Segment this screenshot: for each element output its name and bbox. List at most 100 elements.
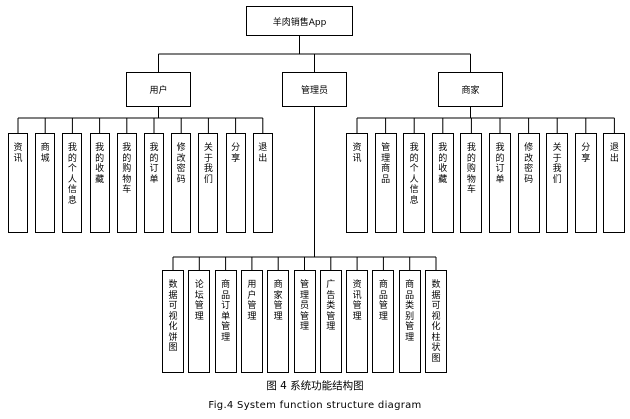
leaf-char: 出: [258, 153, 268, 164]
leaf-char: 管: [273, 301, 283, 311]
leaf-char: 坛: [194, 290, 204, 301]
leaf-char: 的: [466, 153, 476, 164]
leaf-char: 的: [122, 153, 132, 164]
leaf-char: 的: [409, 153, 419, 164]
leaf-char: 出: [609, 153, 619, 164]
root-node: 羊肉销售App: [246, 6, 353, 36]
leaf-char: 理: [352, 311, 362, 322]
leaf-char: 员: [299, 301, 309, 311]
leaf-node-user: 资讯: [8, 133, 28, 233]
leaf-char: 我: [149, 143, 159, 153]
leaf-char: 订: [495, 164, 505, 174]
leaf-node-admin: 商品类别管理: [398, 270, 421, 373]
leaf-node-merchant: 管理商品: [374, 133, 397, 233]
group-node-admin: 管理员: [282, 72, 347, 107]
leaf-char: 退: [258, 143, 268, 153]
leaf-char: 讯: [13, 153, 23, 164]
leaf-char: 于: [203, 153, 213, 164]
leaf-node-user: 退出: [252, 133, 273, 233]
leaf-char: 我: [466, 143, 476, 153]
leaf-char: 可: [168, 301, 178, 311]
leaf-node-merchant: 我的订单: [489, 133, 511, 233]
leaf-char: 我: [67, 143, 77, 153]
leaf-char: 物: [122, 174, 132, 185]
leaf-char: 状: [431, 343, 441, 353]
leaf-char: 们: [552, 174, 562, 185]
leaf-char: 家: [273, 290, 283, 301]
leaf-char: 商: [405, 280, 415, 290]
leaf-char: 信: [409, 185, 419, 195]
leaf-node-merchant: 资讯: [346, 133, 368, 233]
leaf-char: 视: [168, 311, 178, 322]
leaf-char: 的: [95, 153, 105, 164]
leaf-node-merchant: 分享: [574, 133, 597, 233]
leaf-char: 资: [352, 143, 362, 153]
leaf-char: 户: [247, 290, 257, 301]
leaf-node-admin: 商品管理: [372, 270, 395, 373]
leaf-char: 我: [95, 143, 105, 153]
leaf-char: 数: [168, 280, 178, 290]
leaf-char: 享: [231, 153, 241, 164]
leaf-char: 分: [231, 143, 241, 153]
leaf-char: 商: [273, 280, 283, 290]
leaf-char: 管: [194, 301, 204, 311]
leaf-char: 于: [552, 153, 562, 164]
leaf-char: 码: [176, 174, 186, 185]
leaf-node-merchant: 退出: [603, 133, 626, 233]
leaf-node-merchant: 我的收藏: [431, 133, 454, 233]
leaf-char: 关: [552, 143, 562, 153]
leaf-node-user: 修改密码: [171, 133, 192, 233]
caption-english: Fig.4 System function structure diagram: [208, 400, 422, 411]
leaf-char: 我: [122, 143, 132, 153]
leaf-char: 改: [524, 153, 534, 164]
leaf-char: 车: [466, 185, 476, 195]
leaf-char: 商: [221, 280, 231, 290]
leaf-node-admin: 数据可视化饼图: [162, 270, 184, 373]
leaf-char: 告: [326, 290, 336, 301]
leaf-char: 讯: [352, 153, 362, 164]
leaf-char: 码: [524, 174, 534, 185]
leaf-node-user: 我的购物车: [116, 133, 137, 233]
leaf-char: 管: [352, 301, 362, 311]
leaf-char: 修: [176, 143, 186, 153]
leaf-char: 人: [67, 174, 77, 185]
leaf-char: 关: [203, 143, 213, 153]
leaf-char: 理: [405, 332, 415, 343]
leaf-char: 收: [95, 164, 105, 174]
leaf-char: 息: [67, 195, 77, 206]
leaf-char: 退: [609, 143, 619, 153]
leaf-char: 广: [326, 280, 336, 290]
leaf-char: 修: [524, 143, 534, 153]
leaf-node-admin: 资讯管理: [346, 270, 369, 373]
leaf-node-admin: 广告类管理: [319, 270, 342, 373]
leaf-node-admin: 论坛管理: [188, 270, 211, 373]
leaf-char: 个: [409, 164, 419, 174]
leaf-node-admin: 商品订单管理: [214, 270, 237, 373]
leaf-char: 商: [378, 280, 388, 290]
leaf-node-user: 我的个人信息: [62, 133, 83, 233]
leaf-node-admin: 管理员管理: [293, 270, 316, 373]
leaf-char: 个: [67, 164, 77, 174]
leaf-node-merchant: 我的购物车: [460, 133, 483, 233]
leaf-char: 单: [221, 311, 231, 322]
leaf-node-admin: 商家管理: [267, 270, 290, 373]
leaf-char: 讯: [352, 290, 362, 301]
leaf-char: 图: [431, 353, 441, 364]
leaf-char: 资: [13, 143, 23, 153]
leaf-char: 管: [326, 311, 336, 322]
leaf-char: 理: [378, 311, 388, 322]
leaf-char: 订: [221, 301, 231, 311]
group-node-user: 用户: [126, 72, 191, 107]
leaf-node-user: 分享: [225, 133, 246, 233]
leaf-char: 理: [221, 332, 231, 343]
leaf-char: 理: [299, 290, 309, 301]
leaf-node-merchant: 我的个人信息: [403, 133, 426, 233]
leaf-char: 理: [194, 311, 204, 322]
leaf-char: 理: [326, 322, 336, 332]
leaf-char: 图: [168, 343, 178, 353]
leaf-node-user: 我的订单: [144, 133, 164, 233]
leaf-char: 城: [40, 153, 50, 164]
leaf-char: 化: [168, 322, 178, 332]
